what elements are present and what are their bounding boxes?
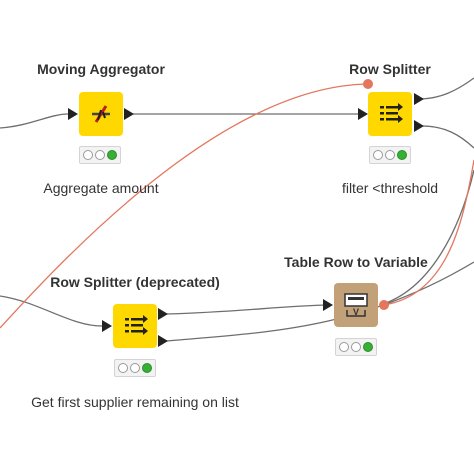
status-light-yellow [351,342,361,352]
row-splitter-icon [380,103,403,123]
moving-aggregator-icon [92,105,110,123]
table-row-to-variable-icon: V [344,293,368,317]
row-splitter-deprecated-title[interactable]: Row Splitter (deprecated) [50,274,220,290]
connection-row-splitter-deprecated-out2[interactable] [165,261,474,342]
connection-input-to-row-splitter-deprecated[interactable] [0,295,103,327]
table-row-to-variable-node[interactable]: V [334,283,378,327]
row-splitter-flow-variable-port[interactable] [363,79,373,89]
row-splitter-node[interactable] [368,92,412,136]
status-light-green [142,363,152,373]
status-light-green [363,342,373,352]
moving-aggregator-status [79,146,121,164]
status-light-green [397,150,407,160]
svg-text:V: V [353,307,359,317]
moving-aggregator-node[interactable] [79,92,123,136]
row-splitter-output-port-1[interactable] [414,93,424,105]
row-splitter-output-port-2[interactable] [414,120,424,132]
status-light-green [107,150,117,160]
connection-input-to-moving-aggregator[interactable] [0,113,69,129]
row-splitter-deprecated-node[interactable] [113,304,157,348]
flow-variable-connection-long[interactable] [0,83,369,329]
table-row-to-variable-flow-variable-port[interactable] [379,300,389,310]
table-row-to-variable-status [335,338,377,356]
status-light-yellow [385,150,395,160]
moving-aggregator-output-port[interactable] [124,108,134,120]
row-splitter-deprecated-status [114,359,156,377]
table-row-to-variable-input-port[interactable] [323,299,333,311]
connection-row-splitter-out1[interactable] [421,77,474,100]
status-light-red [118,363,128,373]
connection-row-splitter-deprecated-to-table-row-to-variable[interactable] [165,304,329,315]
row-splitter-annotation[interactable]: filter <threshold [341,180,439,196]
flow-variable-connection-table-row-to-variable[interactable] [383,159,474,306]
status-light-yellow [130,363,140,373]
row-splitter-deprecated-input-port[interactable] [102,320,112,332]
row-splitter-icon [125,315,148,335]
row-splitter-deprecated-output-port-2[interactable] [158,335,168,347]
status-light-red [83,150,93,160]
status-light-yellow [95,150,105,160]
row-splitter-input-port[interactable] [358,108,368,120]
moving-aggregator-title[interactable]: Moving Aggregator [37,61,165,77]
moving-aggregator-annotation[interactable]: Aggregate amount [43,180,159,196]
moving-aggregator-input-port[interactable] [68,108,78,120]
status-light-red [373,150,383,160]
row-splitter-deprecated-output-port-1[interactable] [158,308,168,320]
row-splitter-status [369,146,411,164]
connection-row-splitter-out2[interactable] [421,125,474,149]
table-row-to-variable-title[interactable]: Table Row to Variable [284,254,428,270]
row-splitter-deprecated-annotation[interactable]: Get first supplier remaining on list [31,394,239,410]
row-splitter-title[interactable]: Row Splitter [349,61,431,77]
status-light-red [339,342,349,352]
